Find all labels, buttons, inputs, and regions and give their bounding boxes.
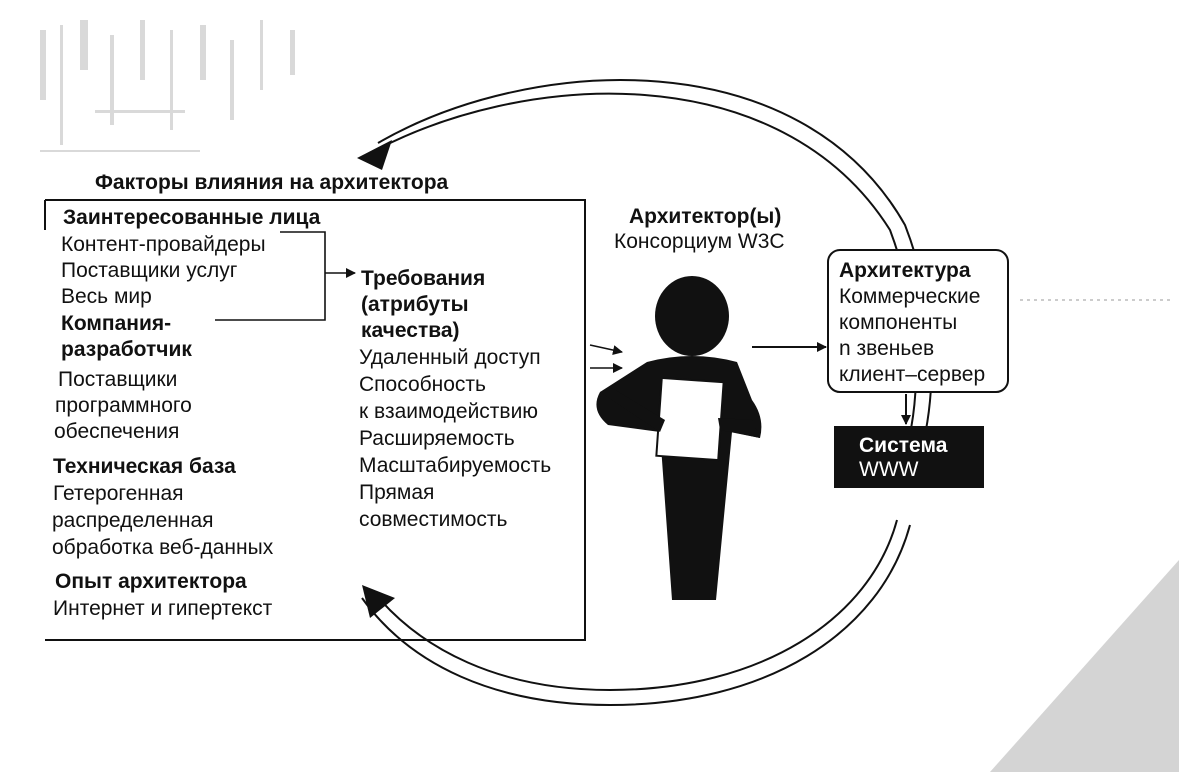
technical-base-item: распределенная <box>52 509 214 532</box>
requirements-arrow-1 <box>589 344 623 355</box>
architect-subtitle: Консорциум W3C <box>614 230 785 253</box>
architect-heading: Архитектор(ы) <box>629 205 782 228</box>
architecture-item: n звеньев <box>839 337 935 360</box>
factors-title: Факторы влияния на архитектора <box>95 171 449 194</box>
technical-base-item: обработка веб-данных <box>52 536 274 559</box>
architecture-item: Коммерческие <box>839 285 981 308</box>
cycle-arrowhead-top <box>357 140 392 170</box>
developer-company-heading: разработчик <box>61 338 192 361</box>
technical-base-item: Гетерогенная <box>53 482 184 505</box>
stakeholder-item: Контент-провайдеры <box>61 233 266 256</box>
scan-noise <box>40 20 295 152</box>
requirement-item: Масштабируемость <box>359 454 552 477</box>
requirement-item: совместимость <box>359 508 508 531</box>
requirements-heading: качества) <box>361 319 460 342</box>
cycle-arrowhead-bottom <box>362 585 395 618</box>
architect-experience-heading: Опыт архитектора <box>55 570 247 593</box>
requirements-heading: Требования <box>361 267 486 290</box>
requirements-heading: (атрибуты <box>361 293 469 316</box>
stakeholder-item: Весь мир <box>61 285 152 308</box>
requirement-item: к взаимодействию <box>359 400 539 423</box>
scan-noise-corner <box>990 560 1179 772</box>
developer-company-item: Поставщики <box>58 368 178 391</box>
factors-frame <box>45 199 586 641</box>
stakeholder-item: Поставщики услуг <box>61 259 238 282</box>
system-subtitle: WWW <box>859 458 919 481</box>
requirement-item: Расширяемость <box>359 427 515 450</box>
architect-experience-item: Интернет и гипертекст <box>53 597 273 620</box>
developer-company-heading: Компания- <box>61 312 172 335</box>
person-icon <box>596 276 762 600</box>
stakeholders-heading: Заинтересованные лица <box>63 206 321 229</box>
technical-base-heading: Техническая база <box>53 455 236 478</box>
architecture-item: клиент–сервер <box>839 363 986 386</box>
requirement-item: Прямая <box>359 481 435 504</box>
system-heading: Система <box>859 434 948 457</box>
developer-company-item: программного <box>55 394 192 417</box>
stakeholders-bracket <box>215 231 326 321</box>
architecture-heading: Архитектура <box>839 259 971 282</box>
architecture-box <box>827 249 1009 393</box>
requirement-item: Удаленный доступ <box>359 346 541 369</box>
architecture-item: компоненты <box>839 311 958 334</box>
system-box <box>834 426 984 488</box>
developer-company-item: обеспечения <box>54 420 180 443</box>
requirement-item: Способность <box>359 373 486 396</box>
